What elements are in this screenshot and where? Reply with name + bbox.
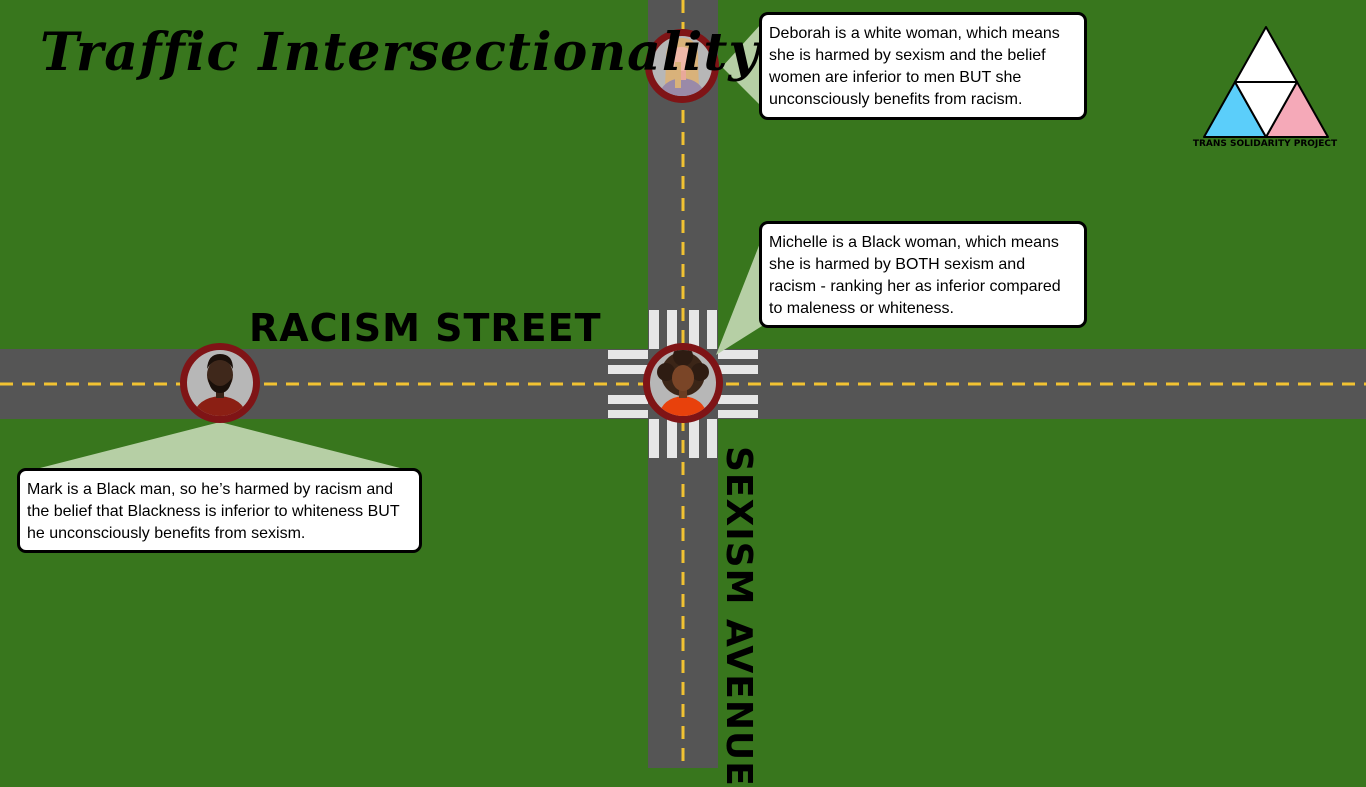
deborah-speech-bubble: Deborah is a white woman, which means sh… [759,12,1087,120]
white-woman-avatar-icon [645,29,719,103]
michelle-callout-pointer [716,238,762,355]
deborah-description: Deborah is a white woman, which means sh… [769,25,1060,108]
crosswalk-north [649,310,717,349]
deborah-callout-pointer [722,24,761,106]
logo-caption: TRANS SOLIDARITY PROJECT [1192,139,1338,149]
sexism-avenue-label: SEXISM AVENUE [718,446,759,787]
mark-speech-bubble: Mark is a Black man, so he’s harmed by r… [17,468,422,553]
triangle-logo-icon [1203,26,1329,138]
black-man-avatar-icon [180,343,260,423]
black-woman-avatar-icon [643,343,723,423]
mark-callout-pointer [40,422,400,468]
crosswalk-east [718,350,758,418]
michelle-description: Michelle is a Black woman, which means s… [769,234,1061,317]
racism-street-label: RACISM STREET [249,306,602,350]
michelle-speech-bubble: Michelle is a Black woman, which means s… [759,221,1087,328]
crosswalk-south [649,419,717,458]
crosswalk-west [608,350,648,418]
road-map [0,0,1366,768]
mark-description: Mark is a Black man, so he’s harmed by r… [27,481,400,542]
page-title: Traffic Intersectionality [40,22,760,83]
